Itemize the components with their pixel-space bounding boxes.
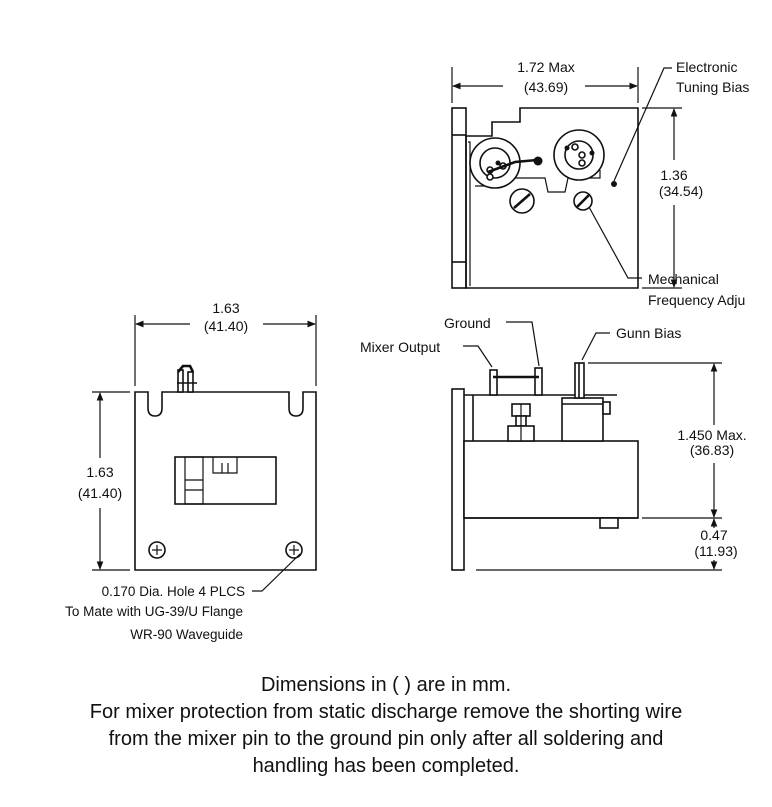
gunn-bias-pin: [574, 362, 585, 399]
side-view-offset-mm: (11.93): [694, 543, 737, 559]
top-view: 1.72 Max (43.69) Electronic Tuning Bias …: [451, 59, 749, 308]
side-view-flange: [451, 388, 465, 571]
note-protection-1: For mixer protection from static dischar…: [89, 701, 683, 723]
mounting-hole-icon: [285, 541, 303, 559]
mixer-diode-mount: [469, 137, 543, 189]
ground-label: Ground: [444, 315, 491, 331]
note-protection-2: from the mixer pin to the ground pin onl…: [108, 728, 664, 750]
note-protection-3: handling has been completed.: [252, 755, 520, 777]
front-view: 1.63 (41.40) 1.63 (41.40) 0.170 Dia. Hol…: [65, 300, 317, 642]
mixer-output-pin: [489, 369, 498, 396]
top-view-height-mm: (34.54): [659, 183, 703, 199]
top-view-height-in: 1.36: [660, 167, 687, 183]
ground-pin: [534, 367, 543, 396]
slotted-screw-icon: [509, 188, 535, 214]
drawing-notes: Dimensions in ( ) are in mm. For mixer p…: [0, 672, 772, 780]
front-view-height-in: 1.63: [86, 464, 113, 480]
side-view-body: [463, 440, 639, 519]
electronic-label-2: Tuning Bias: [676, 79, 749, 95]
electronic-tuning-bias-point: [611, 181, 617, 187]
hole-note-2: To Mate with UG-39/U Flange: [65, 604, 243, 619]
gunn-bias-label: Gunn Bias: [616, 325, 681, 341]
note-dimensions: Dimensions in ( ) are in mm.: [260, 674, 512, 696]
side-view: Ground Mixer Output Gunn Bias 1.450 Max.…: [360, 315, 747, 571]
front-view-width-mm: (41.40): [204, 318, 248, 334]
mechanical-adjust-screw-icon: [573, 191, 593, 211]
top-view-width-in: 1.72 Max: [517, 59, 575, 75]
mechanical-label-2: Frequency Adju: [648, 292, 745, 308]
side-view-offset-in: 0.47: [700, 527, 727, 543]
electronic-label-1: Electronic: [676, 59, 737, 75]
front-view-width-in: 1.63: [212, 300, 239, 316]
top-view-width-mm: (43.69): [524, 79, 568, 95]
hole-note-3: WR-90 Waveguide: [130, 627, 243, 642]
mechanical-label-1: Mechanical: [648, 271, 719, 287]
mixer-output-label: Mixer Output: [360, 339, 440, 355]
mounting-hole-icon: [148, 541, 166, 559]
front-view-height-mm: (41.40): [78, 485, 122, 501]
top-view-body: [465, 107, 639, 289]
mixer-post: [507, 403, 535, 442]
front-view-flange-outline: [134, 391, 317, 571]
hole-note-1: 0.170 Dia. Hole 4 PLCS: [102, 584, 245, 599]
side-view-height-in: 1.450 Max.: [677, 427, 746, 443]
gunn-diode-mount: [553, 129, 605, 181]
front-view-pins: [177, 364, 197, 393]
side-view-height-mm: (36.83): [690, 442, 734, 458]
